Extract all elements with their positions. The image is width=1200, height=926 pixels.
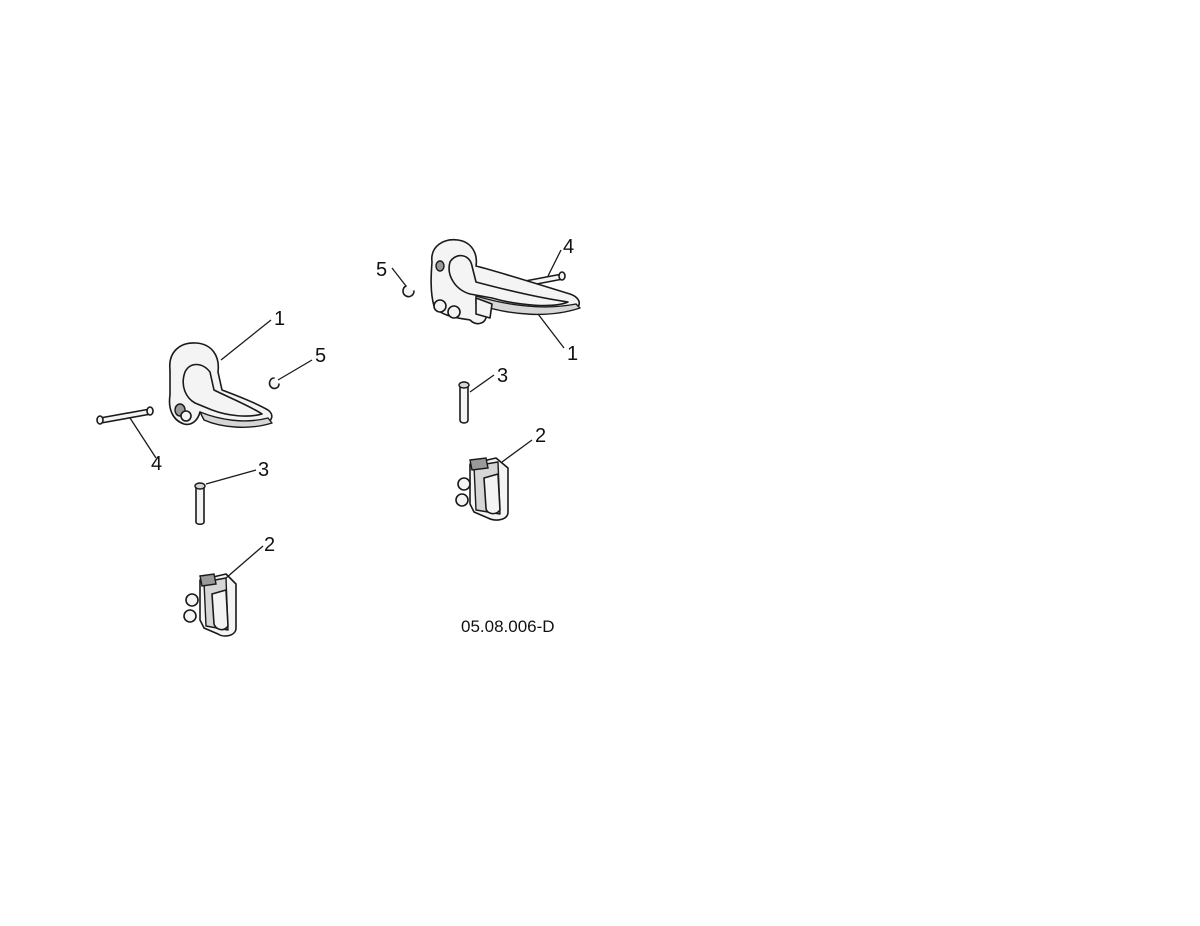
left-callout-3: 3	[258, 459, 269, 481]
figure-id-label: 05.08.006-D	[461, 617, 555, 636]
left-callout-2: 2	[264, 534, 275, 556]
right-callout-3: 3	[497, 365, 508, 387]
left-assembly: 1 5 4 3 2	[96, 308, 326, 637]
left-callout-1: 1	[274, 308, 285, 330]
right-leader-2	[501, 439, 533, 463]
right-bracket-part	[455, 457, 509, 521]
left-callout-4: 4	[151, 453, 162, 475]
left-bracket-part	[183, 573, 237, 637]
left-leader-5	[277, 359, 313, 381]
right-leader-3	[469, 374, 495, 393]
right-clip-part	[402, 285, 415, 298]
left-callout-5: 5	[315, 345, 326, 367]
right-callout-1: 1	[567, 343, 578, 365]
left-leader-1	[220, 319, 272, 361]
right-leader-5	[391, 267, 407, 287]
right-callout-2: 2	[535, 425, 546, 447]
right-callout-4: 4	[563, 236, 574, 258]
right-callout-5: 5	[376, 259, 387, 281]
right-leader-1	[537, 313, 565, 349]
right-assembly: 4 5 1 3 2	[376, 236, 581, 521]
left-sleeve-part	[194, 482, 206, 526]
left-pin-part	[96, 406, 154, 425]
right-handle-part	[430, 238, 581, 325]
left-leader-4	[129, 417, 157, 459]
right-sleeve-part	[458, 381, 470, 424]
left-leader-3	[205, 469, 257, 485]
right-leader-4	[547, 249, 562, 277]
left-leader-2	[225, 545, 264, 579]
left-handle-part	[168, 342, 273, 428]
left-clip-part	[268, 377, 280, 390]
